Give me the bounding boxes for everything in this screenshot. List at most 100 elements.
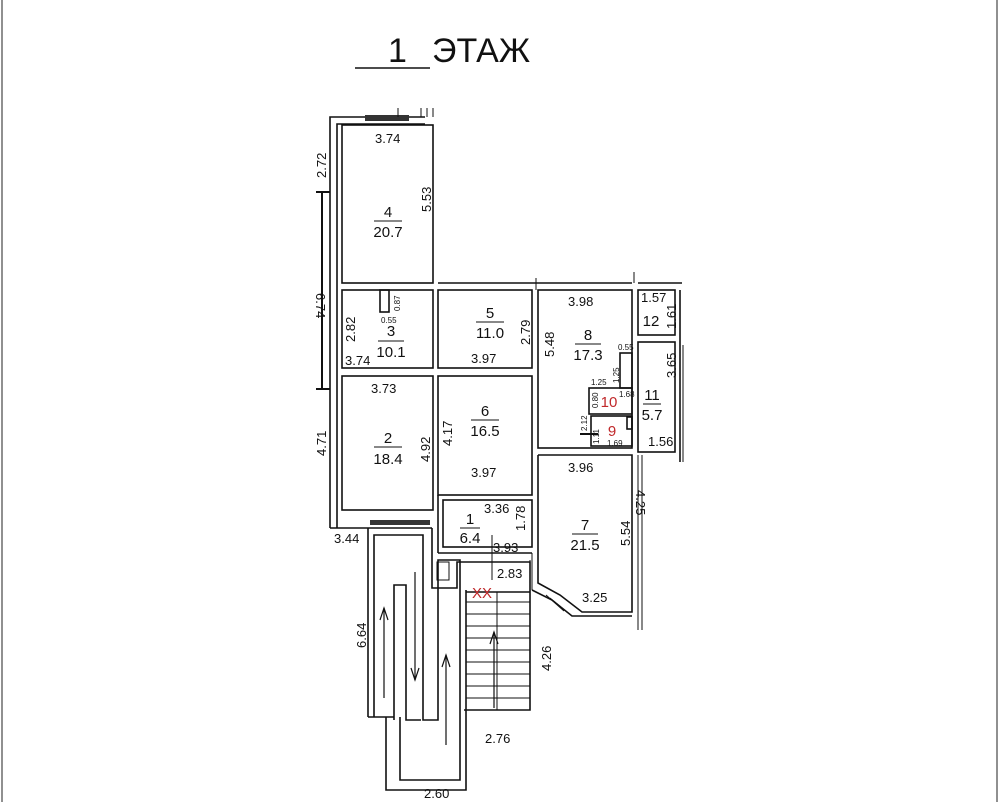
dimension-label: 3.65 (664, 353, 679, 378)
dimension-label: 3.74 (375, 131, 400, 146)
wall-line (436, 561, 450, 581)
wall-line (431, 528, 531, 711)
wall-line (549, 597, 569, 614)
dimension-label: 6.64 (354, 623, 369, 648)
room-8-label: 817.3 (573, 327, 602, 364)
dimension-label: 1.25 (591, 378, 607, 387)
room-text: 11.0 (476, 325, 504, 342)
dimension-label: 3.36 (484, 501, 509, 516)
dimension-label: 3.93 (493, 540, 518, 555)
dimension-label: 3.74 (345, 353, 370, 368)
room-12-label: 12 (643, 313, 660, 330)
arrow-up-icon (379, 606, 389, 698)
dimension-label: 1.69 (607, 439, 623, 448)
dimension-label: 0.87 (393, 295, 402, 311)
room-text: 6 (481, 403, 489, 420)
dimension-label: 5.48 (542, 332, 557, 357)
room-text: 7 (581, 517, 589, 534)
dimension-label: 1.56 (648, 434, 673, 449)
floor-number: 1 (388, 32, 407, 70)
dimension-label: 3.73 (371, 381, 396, 396)
dimension-label: 1.78 (513, 506, 528, 531)
wall-line (370, 520, 430, 525)
wall-line (410, 667, 420, 682)
dimension-label: 3.97 (471, 465, 496, 480)
dimension-label: 4.26 (539, 646, 554, 671)
room-4-label: 420.7 (373, 204, 402, 241)
room-2-label: 218.4 (373, 430, 402, 468)
dimension-label: 3.97 (471, 351, 496, 366)
dimension-label: 3.44 (334, 531, 359, 546)
room-10-label: 10 (601, 394, 618, 411)
room-text: 3 (387, 323, 395, 340)
dimension-label: 3.25 (582, 590, 607, 605)
room-9-label: 9 (608, 423, 616, 440)
room-text: 17.3 (573, 347, 602, 364)
dimension-label: 1.68 (619, 390, 635, 399)
room-12-outline (637, 289, 676, 336)
room-text: 11 (644, 387, 660, 404)
room-text: 10 (601, 394, 618, 411)
wall-line (373, 534, 461, 781)
dimension-label: 3.96 (568, 460, 593, 475)
staircase-label: XX (472, 585, 492, 602)
room-1-outline (442, 499, 533, 548)
dimension-label: 1.25 (612, 367, 621, 383)
room-11-outline (637, 341, 676, 453)
dimension-label: 2.72 (314, 153, 329, 178)
room-text: 4 (384, 204, 392, 221)
room-text: 6.4 (460, 530, 481, 547)
arrow-up-icon (441, 653, 451, 745)
floor-title: ЭТАЖ (432, 32, 530, 70)
room-11-label: 115.7 (642, 387, 663, 424)
wall-line (626, 416, 633, 430)
room-7-outline (537, 454, 633, 613)
dimension-label: 2.82 (343, 317, 358, 342)
dimension-label: 1.11 (592, 428, 601, 444)
room-text: 9 (608, 423, 616, 440)
room-text: 18.4 (373, 451, 402, 468)
wall-line (545, 594, 565, 612)
dimension-label: 1.57 (641, 290, 666, 305)
room-6-label: 616.5 (470, 403, 499, 440)
room-text: 1 (466, 511, 474, 528)
dimension-label: 0.80 (591, 392, 600, 408)
dimension-label: 3.98 (568, 294, 593, 309)
dimension-label: 2.60 (424, 786, 449, 801)
wall-line (489, 630, 499, 645)
room-text: 8 (584, 327, 592, 344)
dimension-label: 0.55 (618, 343, 634, 352)
room-text: 20.7 (373, 224, 402, 241)
stair-steps (466, 592, 530, 710)
walls (316, 108, 684, 791)
dimension-label: 4.17 (440, 421, 455, 446)
dimension-label: 0.55 (381, 316, 397, 325)
room-7-label: 721.5 (570, 517, 599, 554)
room-text: 16.5 (470, 423, 499, 440)
room-text: 10.1 (376, 344, 405, 361)
room-3-label: 310.1 (376, 323, 405, 361)
dimension-label: 1.61 (664, 304, 679, 329)
wall-line (393, 584, 421, 721)
room-5-label: 511.0 (476, 305, 504, 342)
arrow-down-icon (410, 572, 420, 682)
dimension-label: 2.83 (497, 566, 522, 581)
dimension-label: 4.71 (314, 431, 329, 456)
dimension-label: 5.53 (419, 187, 434, 212)
wall-line (385, 717, 400, 791)
dimension-labels: 2.72 6.74 4.71 3.44 6.64 3.74 5.53 0.87 … (313, 131, 679, 801)
room-text: 5 (486, 305, 494, 322)
arrow-up-icon (489, 630, 499, 708)
room-5-outline (437, 289, 533, 369)
room-10-outline (588, 387, 633, 415)
room-2-outline (341, 375, 434, 511)
dimension-label: 2.12 (580, 415, 589, 431)
dimension-label: 5.54 (618, 521, 633, 546)
room-text: 12 (643, 313, 660, 330)
dimension-label: 4.92 (418, 437, 433, 462)
wall-line (336, 123, 425, 528)
room-4-outline (341, 124, 434, 284)
room-6-outline (437, 375, 533, 496)
